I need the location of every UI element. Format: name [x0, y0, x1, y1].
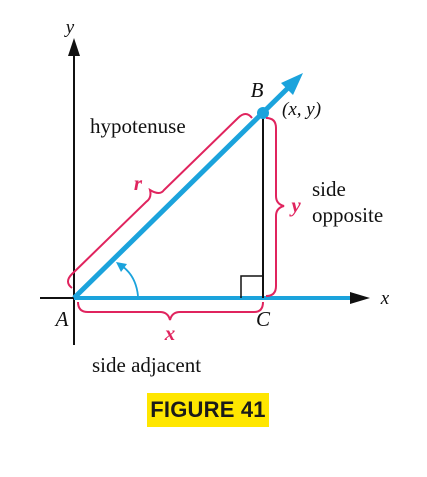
point-b-dot: [257, 107, 269, 119]
y-axis-label: y: [64, 17, 75, 38]
x-side-label: x: [164, 321, 176, 345]
angle-arc: [121, 265, 139, 297]
point-c-label: C: [256, 307, 271, 331]
point-a-label: A: [54, 307, 69, 331]
side-adjacent-label: side adjacent: [92, 353, 201, 377]
terminal-ray-arrowhead: [281, 73, 303, 95]
angle-arc-arrowhead: [116, 262, 127, 272]
side-opposite-label-line2: opposite: [312, 203, 383, 227]
adjacent-brace: [77, 301, 264, 321]
y-axis-arrowhead: [68, 38, 80, 56]
side-opposite-label-line1: side: [312, 177, 346, 201]
x-axis-label: x: [380, 288, 390, 309]
point-b-coordinates: (x, y): [282, 99, 321, 120]
y-side-label: y: [288, 193, 301, 217]
terminal-ray: [72, 84, 292, 300]
figure-caption: FIGURE 41: [150, 397, 266, 422]
hypotenuse-brace: [67, 113, 253, 289]
opposite-brace: [265, 117, 285, 297]
right-angle-marker: [240, 275, 263, 298]
r-label: r: [134, 171, 143, 195]
hypotenuse-label: hypotenuse: [90, 114, 186, 138]
figure-caption-box: FIGURE 41: [147, 393, 269, 427]
point-b-label: B: [251, 78, 264, 102]
x-axis-arrowhead: [350, 292, 370, 304]
